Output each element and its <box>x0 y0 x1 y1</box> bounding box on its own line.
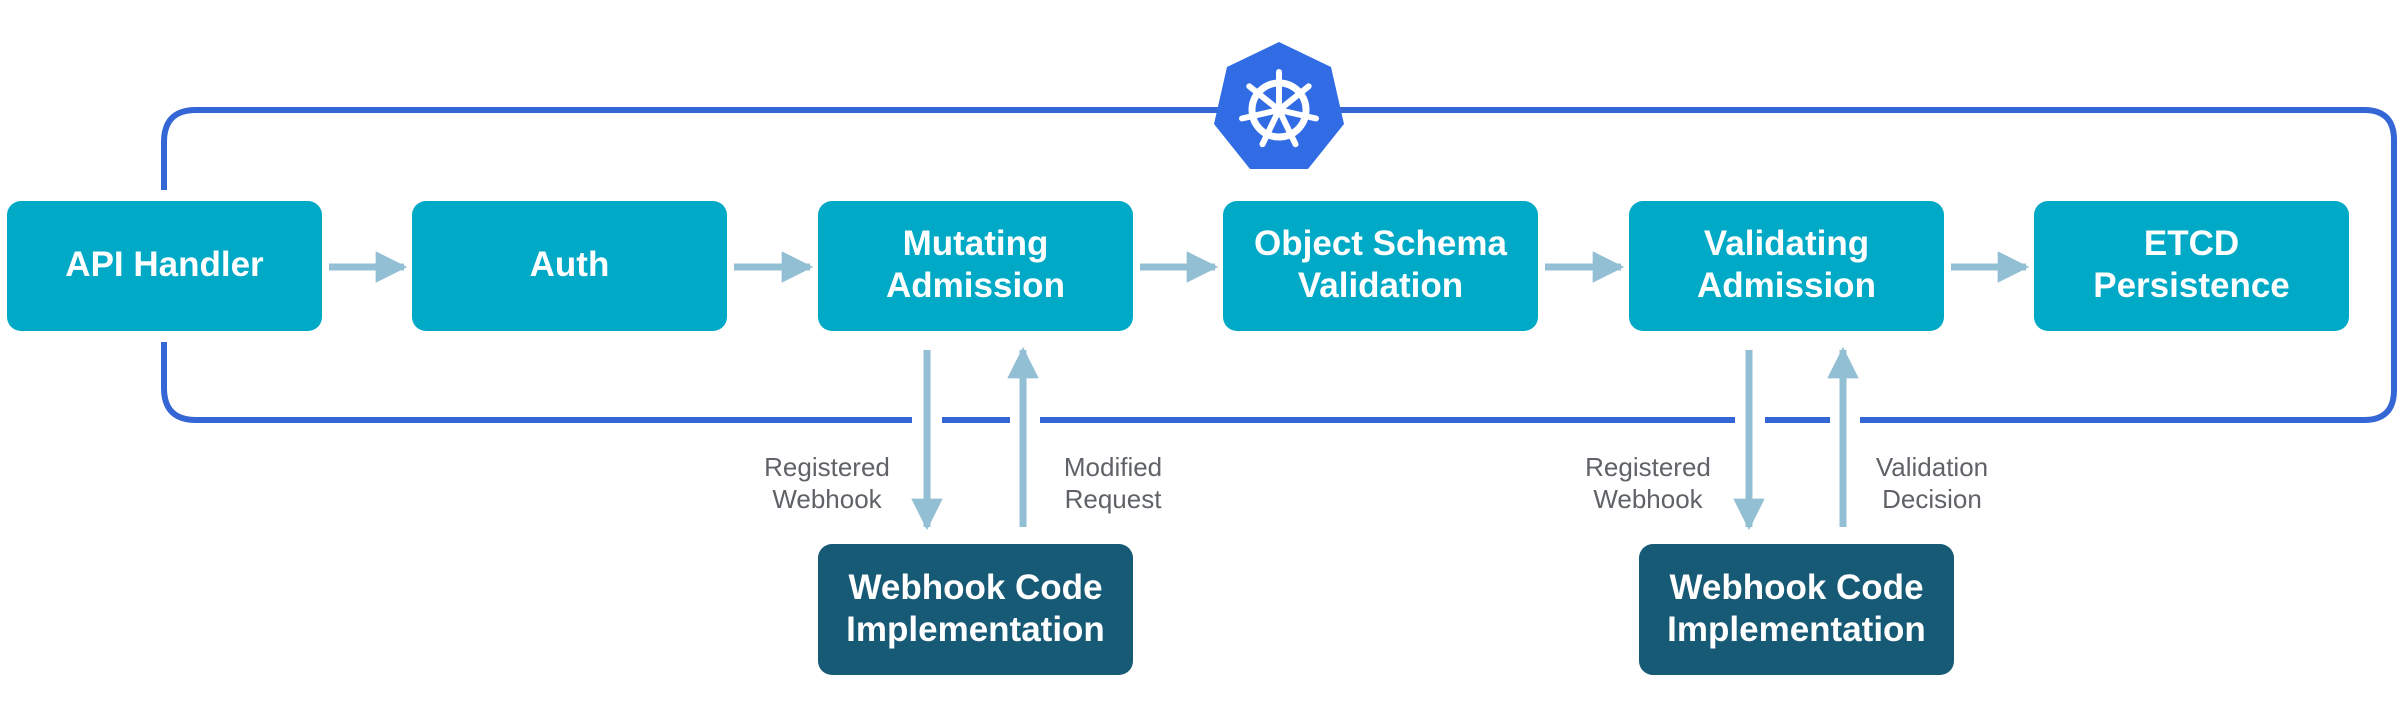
webhook-label-line-1: Webhook Code <box>1669 568 1923 607</box>
loop-bottom-left-segment <box>161 342 912 423</box>
stage-auth: Auth <box>412 201 727 331</box>
stage-validating-admission: Validating Admission <box>1629 201 1944 331</box>
stage-label-line-1: Object Schema <box>1254 224 1507 263</box>
stage-mutating-admission: Mutating Admission <box>818 201 1133 331</box>
mutating-response-label-line-1: Modified <box>1064 452 1162 482</box>
validating-request-label-line-2: Webhook <box>1593 484 1703 514</box>
stage-label-line-1: Mutating <box>903 224 1049 263</box>
mutating-webhook-box: Webhook Code Implementation <box>818 544 1133 675</box>
stage-label-line-2: Admission <box>1697 266 1876 305</box>
stage-label-line-1: Validating <box>1704 224 1869 263</box>
webhook-edge-labels: Registered Webhook Modified Request Regi… <box>764 452 1988 514</box>
stage-label-line-1: ETCD <box>2144 224 2239 263</box>
stage-object-schema-validation: Object Schema Validation <box>1223 201 1538 331</box>
stage-label: API Handler <box>65 245 264 284</box>
webhook-label-line-2: Implementation <box>846 610 1105 649</box>
webhook-label-line-2: Implementation <box>1667 610 1926 649</box>
kubernetes-logo <box>1214 42 1344 169</box>
stage-label-line-2: Persistence <box>2093 266 2290 305</box>
stage-label-line-2: Validation <box>1298 266 1463 305</box>
stage-api-handler: API Handler <box>7 201 322 331</box>
webhook-arrows <box>911 346 1859 531</box>
helm-wheel-icon <box>1239 69 1319 148</box>
stage-etcd-persistence: ETCD Persistence <box>2034 201 2349 331</box>
webhook-implementations: Webhook Code Implementation Webhook Code… <box>818 544 1954 675</box>
api-server-loop <box>161 107 2397 423</box>
mutating-request-label-line-1: Registered <box>764 452 890 482</box>
webhook-label-line-1: Webhook Code <box>848 568 1102 607</box>
validating-response-label-line-1: Validation <box>1876 452 1988 482</box>
validating-webhook-box: Webhook Code Implementation <box>1639 544 1954 675</box>
loop-top-segment <box>161 107 2397 423</box>
mutating-request-label-line-2: Webhook <box>772 484 882 514</box>
validating-response-label-line-2: Decision <box>1882 484 1982 514</box>
pipeline-stages: API Handler Auth Mutating Admission Obje… <box>7 201 2349 331</box>
stage-label: Auth <box>530 245 610 284</box>
validating-request-label-line-1: Registered <box>1585 452 1711 482</box>
stage-label-line-2: Admission <box>886 266 1065 305</box>
mutating-response-label-line-2: Request <box>1065 484 1163 514</box>
